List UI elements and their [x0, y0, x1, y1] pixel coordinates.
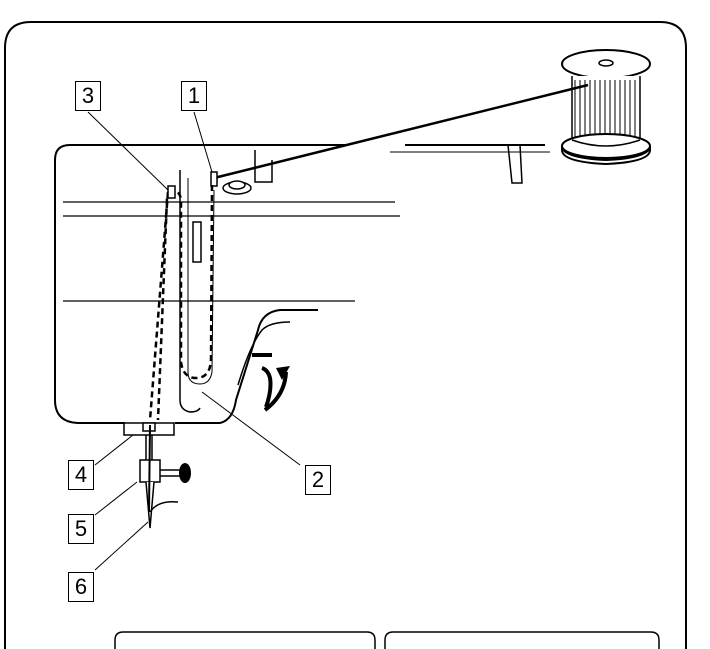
- thread-guide-1: [211, 172, 217, 186]
- spool-pin-base: [495, 145, 545, 183]
- tension-slot-inner: [188, 178, 214, 384]
- leader-1: [194, 112, 212, 172]
- leader-4: [95, 435, 133, 465]
- thread-to-needle: [149, 425, 150, 512]
- thread-spool: [562, 50, 650, 164]
- thread-spool-to-guide: [214, 85, 588, 178]
- bottom-box-left: [115, 632, 375, 649]
- callout-3: 3: [75, 81, 101, 111]
- clamp-screw-knob: [179, 463, 191, 483]
- tension-window: [193, 222, 201, 262]
- tension-knob: [223, 181, 251, 194]
- callout-5: 5: [68, 514, 94, 544]
- callout-2: 2: [305, 465, 331, 495]
- curved-arrow-icon: [262, 366, 290, 410]
- thread-path-dashed-2: [150, 192, 168, 420]
- take-up-lever: [168, 186, 175, 198]
- callout-6: 6: [68, 572, 94, 602]
- leader-6: [95, 522, 148, 570]
- leader-5: [95, 482, 137, 515]
- leader-3: [88, 112, 168, 190]
- thread-tail: [150, 502, 178, 512]
- leader-2: [202, 392, 300, 465]
- callout-4: 4: [68, 460, 94, 490]
- machine-head-outline: [55, 145, 345, 400]
- tension-slot: [180, 170, 200, 412]
- thread-path-dashed: [158, 185, 212, 420]
- callout-1: 1: [181, 81, 207, 111]
- bottom-box-right: [385, 632, 659, 649]
